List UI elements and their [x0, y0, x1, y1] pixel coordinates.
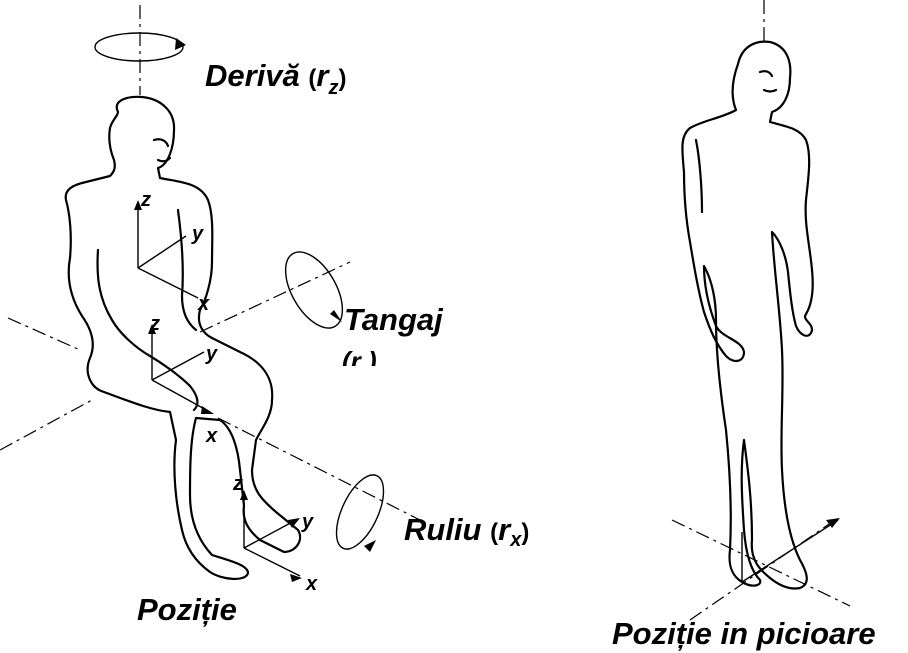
pitch-axis-line: [200, 262, 350, 332]
chest-axes: [134, 200, 198, 298]
floor-axis-line-1: [0, 400, 92, 450]
sitting-caption: Poziție: [137, 592, 237, 627]
sitting-body-outline: [66, 97, 300, 579]
pitch-symbol-partial: (r ): [342, 346, 377, 376]
standing-body-outline: [682, 42, 812, 589]
axis-label-z-chest: z: [140, 189, 151, 211]
foot-axes: [240, 490, 302, 582]
standing-floor-axis-1: [672, 520, 850, 606]
roll-axis-line: [218, 418, 420, 520]
sitting-figure: z y x z y x z y x Derivă (rz) Tangaj (r …: [0, 5, 529, 627]
axis-label-x-seat: x: [205, 425, 218, 447]
roll-label: Ruliu (rx): [404, 512, 529, 551]
roll-rotation-icon: [327, 468, 393, 556]
standing-floor-axis-2: [690, 522, 832, 620]
axis-label-x-chest: x: [197, 293, 210, 315]
yaw-label: Derivă (rz): [205, 58, 347, 99]
standing-caption: Poziție in picioare: [612, 616, 876, 651]
floor-axis-line-2: [8, 318, 80, 350]
seat-axes: [148, 324, 214, 414]
axis-label-z-foot: z: [232, 473, 243, 495]
pitch-rotation-icon: [274, 243, 354, 338]
axis-label-y-foot: y: [301, 511, 314, 533]
pitch-label: Tangaj: [344, 302, 444, 337]
axis-label-y-seat: y: [205, 343, 218, 365]
axis-label-z-seat: z: [149, 313, 160, 335]
standing-figure: Poziție in picioare: [612, 0, 876, 651]
axis-label-x-foot: x: [305, 573, 318, 595]
axis-label-y-chest: y: [191, 223, 204, 245]
